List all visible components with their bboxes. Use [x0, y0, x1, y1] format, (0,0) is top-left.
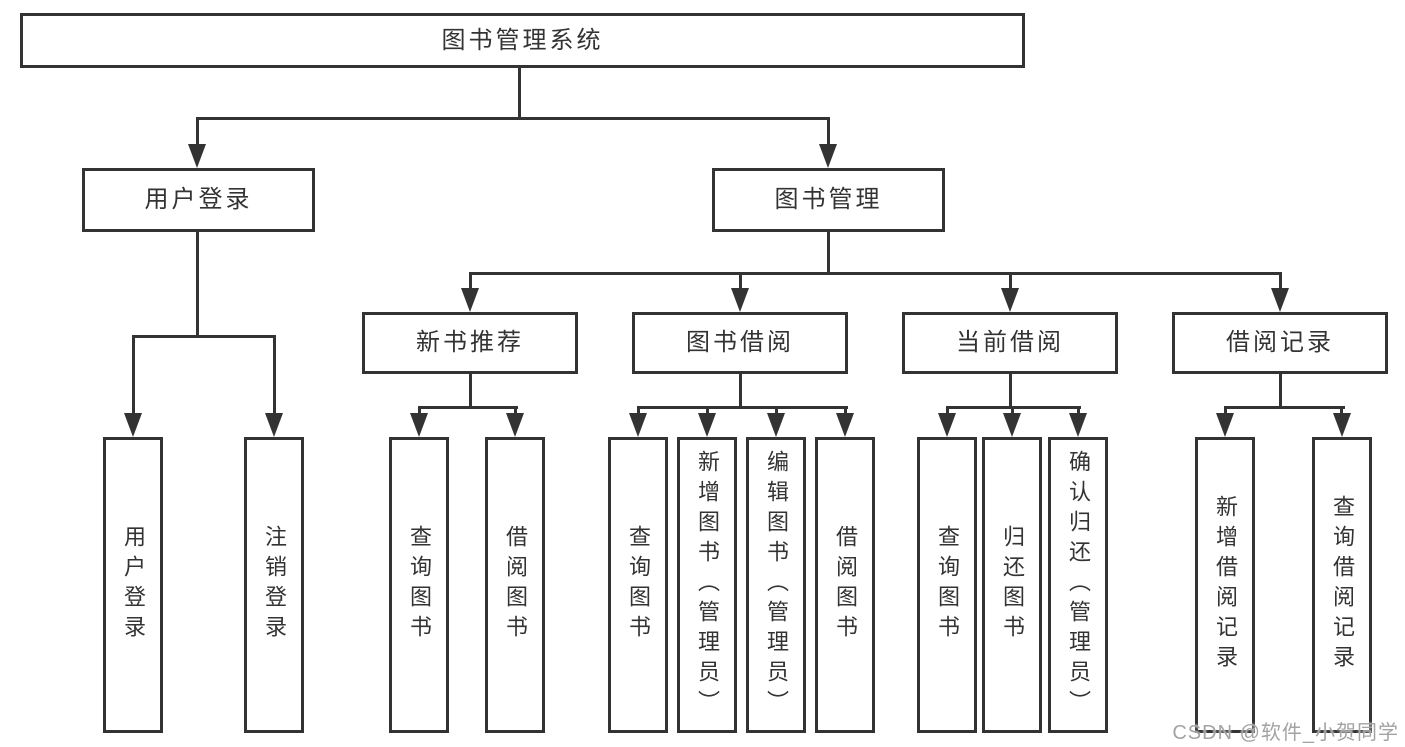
- connector-newbook-stub: [469, 374, 472, 406]
- connector-mgmt-bar: [469, 272, 1282, 275]
- connector-rc-leaf2: [1340, 406, 1343, 416]
- node-new-book-recommend: 新书推荐: [362, 312, 578, 374]
- arrow-bw-leaf3: [767, 413, 785, 437]
- arrow-nb-leaf2: [506, 413, 524, 437]
- arrow-cu-leaf3: [1069, 413, 1087, 437]
- connector-borrow-stub: [739, 374, 742, 406]
- connector-cu-leaf3: [1077, 406, 1080, 416]
- leaf-query-book-3: 查询图书: [917, 437, 977, 733]
- leaf-add-book-admin: 新增图书（管理员）: [677, 437, 737, 733]
- arrow-borrowing: [731, 288, 749, 312]
- arrow-bw-leaf1: [629, 413, 647, 437]
- connector-cu-leaf2: [1011, 406, 1014, 416]
- connector-bw-leaf4: [844, 406, 847, 416]
- connector-cu-leaf1: [946, 406, 949, 416]
- arrow-leaf-login: [124, 413, 142, 437]
- leaf-confirm-return-admin: 确认归还（管理员）: [1048, 437, 1108, 733]
- connector-current-stub: [1009, 374, 1012, 406]
- node-borrow-records: 借阅记录: [1172, 312, 1388, 374]
- connector-to-borrowing: [739, 272, 742, 291]
- connector-root-stub: [518, 68, 521, 117]
- leaf-query-borrow-record: 查询借阅记录: [1312, 437, 1372, 733]
- leaf-edit-book-admin: 编辑图书（管理员）: [746, 437, 806, 733]
- connector-login-bar: [132, 335, 276, 338]
- connector-records-bar: [1224, 406, 1345, 409]
- leaf-return-book: 归还图书: [982, 437, 1042, 733]
- connector-to-user-login: [196, 117, 199, 148]
- connector-bw-leaf2: [706, 406, 709, 416]
- arrow-user-login: [188, 144, 206, 168]
- connector-to-current: [1009, 272, 1012, 291]
- arrow-book-mgmt: [819, 144, 837, 168]
- connector-borrow-bar: [637, 406, 848, 409]
- node-library-system: 图书管理系统: [20, 13, 1025, 68]
- arrow-cu-leaf2: [1003, 413, 1021, 437]
- connector-bw-leaf1: [637, 406, 640, 416]
- connector-root-bar: [196, 117, 830, 120]
- connector-nb-leaf2: [514, 406, 517, 416]
- arrow-new-book: [461, 288, 479, 312]
- leaf-logout: 注销登录: [244, 437, 304, 733]
- node-user-login: 用户登录: [82, 168, 315, 232]
- arrow-records: [1271, 288, 1289, 312]
- connector-to-new-book: [469, 272, 472, 291]
- arrow-cu-leaf1: [938, 413, 956, 437]
- leaf-query-book-2: 查询图书: [608, 437, 668, 733]
- arrow-current: [1001, 288, 1019, 312]
- csdn-watermark: CSDN @软件_小贺同学: [1172, 722, 1399, 744]
- connector-nb-leaf1: [418, 406, 421, 416]
- arrow-rc-leaf1: [1216, 413, 1234, 437]
- connector-mgmt-stub: [827, 232, 830, 272]
- arrow-rc-leaf2: [1333, 413, 1351, 437]
- arrow-leaf-logout: [265, 413, 283, 437]
- connector-newbook-bar: [418, 406, 518, 409]
- connector-to-book-mgmt: [827, 117, 830, 148]
- leaf-add-borrow-record: 新增借阅记录: [1195, 437, 1255, 733]
- connector-records-stub: [1279, 374, 1282, 406]
- leaf-borrow-book-1: 借阅图书: [485, 437, 545, 733]
- leaf-borrow-book-2: 借阅图书: [815, 437, 875, 733]
- connector-to-records: [1279, 272, 1282, 291]
- node-current-borrowing: 当前借阅: [902, 312, 1118, 374]
- arrow-nb-leaf1: [410, 413, 428, 437]
- connector-to-leaf-logout: [273, 335, 276, 415]
- connector-rc-leaf1: [1224, 406, 1227, 416]
- connector-bw-leaf3: [775, 406, 778, 416]
- arrow-bw-leaf4: [836, 413, 854, 437]
- node-book-management: 图书管理: [712, 168, 945, 232]
- node-book-borrowing: 图书借阅: [632, 312, 848, 374]
- leaf-query-book-1: 查询图书: [389, 437, 449, 733]
- arrow-bw-leaf2: [698, 413, 716, 437]
- leaf-user-login: 用户登录: [103, 437, 163, 733]
- connector-to-leaf-login: [132, 335, 135, 415]
- connector-login-stub: [196, 232, 199, 335]
